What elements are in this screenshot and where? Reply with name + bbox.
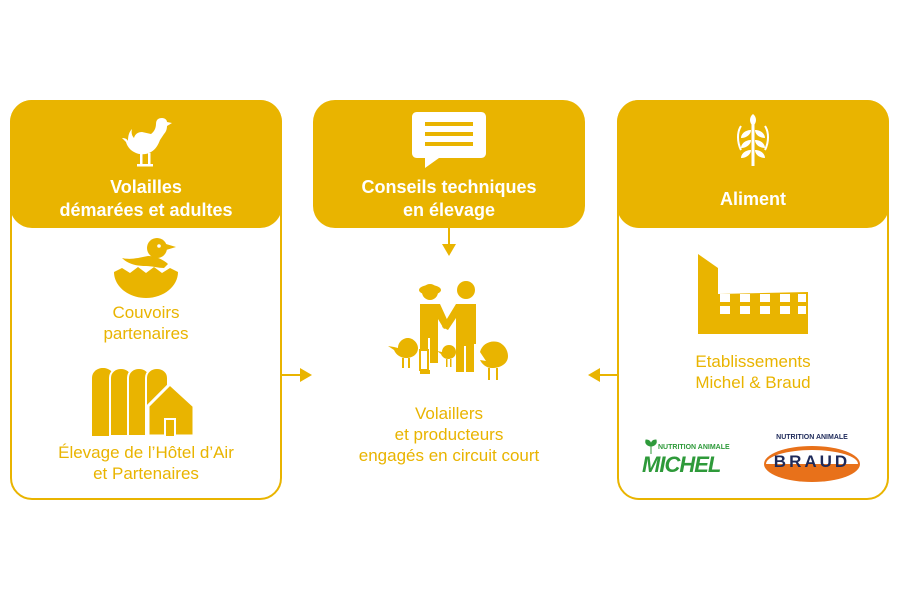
left-item1-label: Couvoirs partenaires [103, 303, 189, 343]
handshake-farmers-icon [388, 281, 508, 380]
braud-logo-name: BRAUD [773, 452, 851, 471]
hen-icon [122, 118, 172, 167]
michel-logo: NUTRITION ANIMALE MICHEL [642, 439, 742, 480]
leaf-icon [645, 439, 657, 454]
michel-logo-name: MICHEL [642, 452, 721, 477]
speech-bubble-icon [412, 112, 486, 168]
michel-logo-tagline: NUTRITION ANIMALE [658, 444, 730, 451]
braud-logo-tagline: NUTRITION ANIMALE [776, 434, 848, 441]
wheat-icon [737, 114, 769, 166]
arrow-right-icon [282, 368, 312, 382]
chick-in-egg-icon [114, 238, 178, 298]
braud-logo: NUTRITION ANIMALE BRAUD [760, 434, 864, 488]
farm-silos-icon [92, 366, 196, 438]
factory-icon [698, 254, 808, 334]
right-panel-header: Aliment [617, 100, 889, 228]
center-header-line1: Conseils techniques [361, 177, 537, 197]
left-panel-header: Volailles démarées et adultes [10, 100, 282, 228]
braud-logo-ellipse [764, 446, 860, 482]
arrow-left-icon [588, 368, 618, 382]
left-header-line1: Volailles [110, 177, 182, 197]
center-panel-header: Conseils techniques en élevage [313, 100, 585, 228]
right-label: Etablissements Michel & Braud [695, 352, 811, 392]
center-label: Volaillers et producteurs engagés en cir… [358, 404, 540, 465]
left-item2-label: Élevage de l’Hôtel d’Air et Partenaires [58, 443, 234, 483]
center-header-line2: en élevage [402, 200, 496, 220]
left-header-line2: démarées et adultes [59, 200, 233, 220]
arrow-down-icon [442, 228, 456, 256]
right-header-title: Aliment [719, 189, 786, 209]
